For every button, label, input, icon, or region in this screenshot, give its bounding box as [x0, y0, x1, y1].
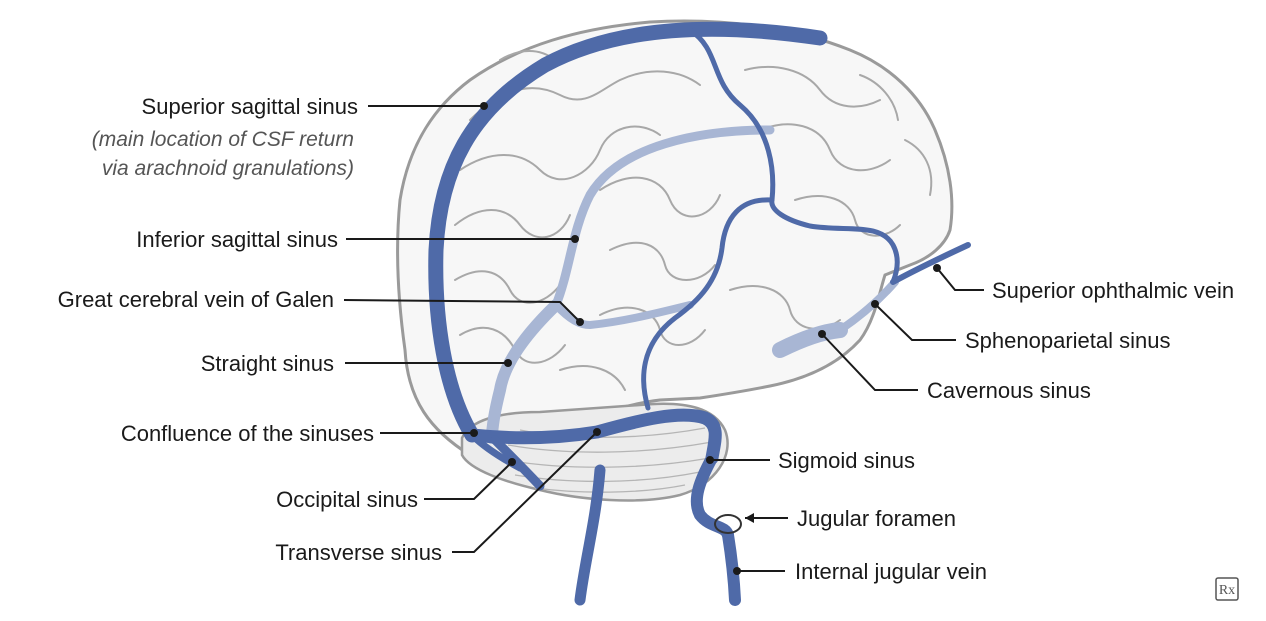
label-sigmoid-sinus: Sigmoid sinus [778, 448, 915, 473]
label-sphenoparietal-sinus: Sphenoparietal sinus [965, 328, 1170, 353]
label-cavernous-sinus: Cavernous sinus [927, 378, 1091, 403]
label-csf-note-line2: via arachnoid granulations) [102, 157, 354, 180]
label-straight-sinus: Straight sinus [201, 351, 334, 376]
middle-cerebral-vein-vessel [641, 197, 775, 411]
label-superior-ophthalmic-vein: Superior ophthalmic vein [992, 278, 1234, 303]
label-occipital-sinus: Occipital sinus [276, 487, 418, 512]
internal-jugular-vein-vessel [722, 529, 741, 606]
jugular-foramen-ring [714, 514, 742, 534]
vertebral-vein-vessel [574, 464, 606, 606]
label-internal-jugular-vein: Internal jugular vein [795, 559, 987, 584]
inferior-sagittal-sinus-vessel [551, 125, 775, 310]
cavernous-sinus-vessel [772, 322, 848, 358]
descending-branch-vessel [490, 435, 545, 491]
superficial-cortical-vein-vessel [687, 27, 900, 285]
label-confluence-of-sinuses: Confluence of the sinuses [121, 421, 374, 446]
svg-text:Rx: Rx [1219, 583, 1235, 598]
superior-ophthalmic-vein-vessel [890, 242, 971, 285]
label-transverse-sinus: Transverse sinus [275, 540, 442, 565]
label-inferior-sagittal-sinus: Inferior sagittal sinus [136, 227, 338, 252]
medial-veins [486, 125, 899, 444]
leader-lines [343, 102, 984, 575]
superior-sagittal-sinus-vessel [428, 21, 828, 443]
label-csf-note-line1: (main location of CSF return [92, 128, 354, 151]
rx-logo-icon: Rx [1215, 577, 1239, 601]
great-cerebral-vein-vessel [552, 301, 694, 329]
label-great-cerebral-vein: Great cerebral vein of Galen [58, 287, 334, 312]
transverse-sinus-vessel [465, 408, 722, 465]
straight-sinus-vessel [486, 299, 562, 444]
label-superior-sagittal-sinus: Superior sagittal sinus [142, 94, 358, 119]
sigmoid-sinus-vessel [690, 452, 734, 541]
main-veins [428, 21, 971, 606]
label-jugular-foramen: Jugular foramen [797, 506, 956, 531]
sphenoparietal-sinus-vessel [836, 278, 899, 334]
labels: Superior sagittal sinus (main location o… [58, 94, 1235, 584]
